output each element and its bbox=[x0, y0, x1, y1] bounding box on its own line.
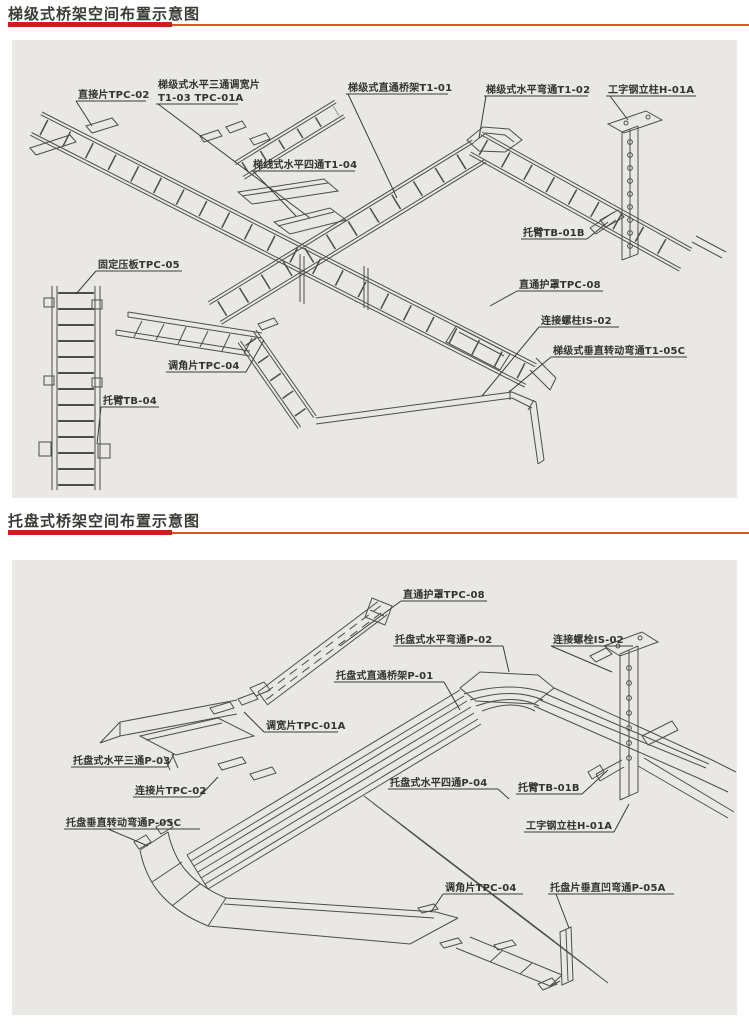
rule-thin-line bbox=[8, 532, 749, 534]
label-tpc04: 调角片TPC-04 bbox=[166, 339, 265, 373]
vertical-hangers bbox=[299, 254, 369, 310]
section1-title-rule bbox=[8, 22, 749, 27]
label-tpc01a-text: 调宽片TPC-01A bbox=[266, 719, 346, 732]
label-p02: 托盘式水平弯通P-02 bbox=[393, 633, 510, 673]
label-tpc02: 直接片TPC-02 bbox=[75, 88, 150, 127]
label-t102-text: 梯级式水平弯通T1-02 bbox=[486, 83, 590, 96]
ladder-tray-diagram-panel: 直接片TPC-02 梯级式水平三通调宽片 T1-03 TPC-01A 梯级式直通… bbox=[12, 40, 737, 498]
label-t103-line2: T1-03 TPC-01A bbox=[158, 93, 244, 104]
horizontal-bend-tray bbox=[459, 671, 737, 793]
label-p04: 托盘式水平四通P-04 bbox=[388, 776, 510, 800]
label-t104: 梯线式水平四通T1-04 bbox=[251, 158, 357, 217]
label-p03: 托盘式水平三通P-03 bbox=[71, 753, 175, 768]
label-t103: 梯级式水平三通调宽片 T1-03 TPC-01A bbox=[156, 78, 311, 219]
label-p04-text: 托盘式水平四通P-04 bbox=[390, 776, 487, 789]
connector-strip-pieces bbox=[29, 117, 271, 156]
label-t101-text: 梯级式直通桥架T1-01 bbox=[348, 81, 452, 94]
label-h01a-text: 工字钢立柱H-01A bbox=[526, 819, 612, 832]
section1-title: 梯级式桥架空间布置示意图 bbox=[8, 5, 201, 23]
ladder-tray-drawing: 直接片TPC-02 梯级式水平三通调宽片 T1-03 TPC-01A 梯级式直通… bbox=[29, 78, 727, 490]
label-t105c-text: 梯级式垂直转动弯通T1-05C bbox=[553, 344, 685, 357]
tray-type-drawing: 直通护罩TPC-08 托盘式水平弯通P-02 连接螺栓IS-02 托盘式直通桥架… bbox=[64, 588, 737, 991]
rule-thick-bar bbox=[8, 22, 172, 27]
mid-level-tray-rails bbox=[115, 311, 263, 357]
label-h01a: 工字钢立柱H-01A bbox=[524, 803, 630, 833]
label-tb01b-text: 托臂TB-01B bbox=[518, 781, 580, 794]
label-tb04-text: 托臂TB-04 bbox=[103, 394, 157, 407]
label-p03-text: 托盘式水平三通P-03 bbox=[73, 754, 170, 767]
label-p01-text: 托盘式直通桥架P-01 bbox=[336, 669, 433, 682]
label-tb01b: 托臂TB-01B bbox=[516, 769, 609, 795]
wall-mounted-vertical-ladder bbox=[38, 286, 111, 490]
label-is02-text: 连接螺栓IS-02 bbox=[553, 633, 624, 646]
label-tb01b: 托臂TB-01B bbox=[521, 221, 609, 240]
i-beam-column bbox=[589, 631, 660, 801]
label-p05c: 托盘垂直转动弯通P-05C bbox=[64, 816, 200, 847]
label-tpc08: 直通护罩TPC-08 bbox=[339, 588, 487, 647]
horizontal-bend-peak bbox=[466, 126, 523, 153]
label-tpc08-text: 直通护罩TPC-08 bbox=[519, 278, 601, 291]
label-tpc02: 连接片TPC-02 bbox=[133, 776, 219, 798]
ladder-nw-se bbox=[29, 111, 537, 388]
ladder-exploded-top bbox=[233, 99, 346, 180]
label-p02-text: 托盘式水平弯通P-02 bbox=[395, 633, 492, 646]
label-tpc04-text: 调角片TPC-04 bbox=[168, 359, 240, 372]
label-is02-text: 连接螺柱IS-02 bbox=[541, 314, 612, 327]
label-tpc08: 直通护罩TPC-08 bbox=[489, 278, 603, 307]
rule-thin-line bbox=[8, 24, 749, 26]
support-arm-bracket bbox=[589, 209, 727, 259]
bottom-straight-tray bbox=[207, 897, 517, 951]
support-arm-bracket bbox=[587, 720, 735, 819]
straight-protective-cover bbox=[445, 325, 557, 391]
rule-thick-bar bbox=[8, 530, 172, 535]
label-tb01b-text: 托臂TB-01B bbox=[523, 226, 585, 239]
three-way-junction-plate bbox=[236, 178, 340, 205]
label-is02: 连接螺柱IS-02 bbox=[481, 314, 619, 397]
label-t104-text: 梯线式水平四通T1-04 bbox=[253, 158, 357, 171]
four-way-junction-plate bbox=[272, 207, 348, 235]
label-t102: 梯级式水平弯通T1-02 bbox=[478, 83, 590, 139]
label-p01: 托盘式直通桥架P-01 bbox=[334, 669, 461, 711]
label-t101: 梯级式直通桥架T1-01 bbox=[346, 81, 452, 199]
label-tb04: 托臂TB-04 bbox=[96, 394, 159, 445]
label-t103-line1: 梯级式水平三通调宽片 bbox=[158, 78, 260, 91]
ladder-right-descent bbox=[469, 131, 693, 272]
vertical-rotating-bend-duct bbox=[315, 390, 545, 465]
label-t105c: 梯级式垂直转动弯通T1-05C bbox=[508, 344, 687, 393]
label-tpc02-text: 直接片TPC-02 bbox=[78, 88, 150, 101]
label-tpc02-text: 连接片TPC-02 bbox=[135, 784, 207, 797]
four-way-tray-fan bbox=[363, 795, 609, 984]
vertical-rotating-bend-tray bbox=[133, 819, 227, 927]
section2-title-rule bbox=[8, 530, 749, 535]
three-way-tray-assembly bbox=[99, 692, 277, 781]
label-tpc05-text: 固定压板TPC-05 bbox=[98, 258, 180, 271]
label-p05c-text: 托盘垂直转动弯通P-05C bbox=[66, 816, 181, 829]
label-tpc04: 调角片TPC-04 bbox=[430, 881, 523, 913]
label-is02: 连接螺栓IS-02 bbox=[550, 633, 633, 673]
vertical-concave-bend-tray bbox=[455, 926, 574, 991]
i-beam-column bbox=[606, 110, 664, 261]
angle-adjuster-piece bbox=[257, 317, 279, 331]
angled-descent-ladder bbox=[237, 329, 317, 429]
label-h01a: 工字钢立柱H-01A bbox=[606, 83, 696, 121]
tray-type-diagram-panel: 直通护罩TPC-08 托盘式水平弯通P-02 连接螺栓IS-02 托盘式直通桥架… bbox=[12, 560, 737, 1015]
label-h01a-text: 工字钢立柱H-01A bbox=[608, 83, 694, 96]
label-tpc08-text: 直通护罩TPC-08 bbox=[403, 588, 485, 601]
label-tpc01a: 调宽片TPC-01A bbox=[243, 711, 346, 733]
label-p05a: 托盘片垂直凹弯通P-05A bbox=[548, 881, 674, 929]
label-tpc05: 固定压板TPC-05 bbox=[75, 258, 182, 295]
label-p05a-text: 托盘片垂直凹弯通P-05A bbox=[550, 881, 666, 894]
section2-title: 托盘式桥架空间布置示意图 bbox=[8, 512, 201, 530]
straight-tray-run bbox=[186, 689, 482, 890]
label-tpc04-text: 调角片TPC-04 bbox=[445, 881, 517, 894]
covered-duct-dashed bbox=[249, 597, 393, 706]
